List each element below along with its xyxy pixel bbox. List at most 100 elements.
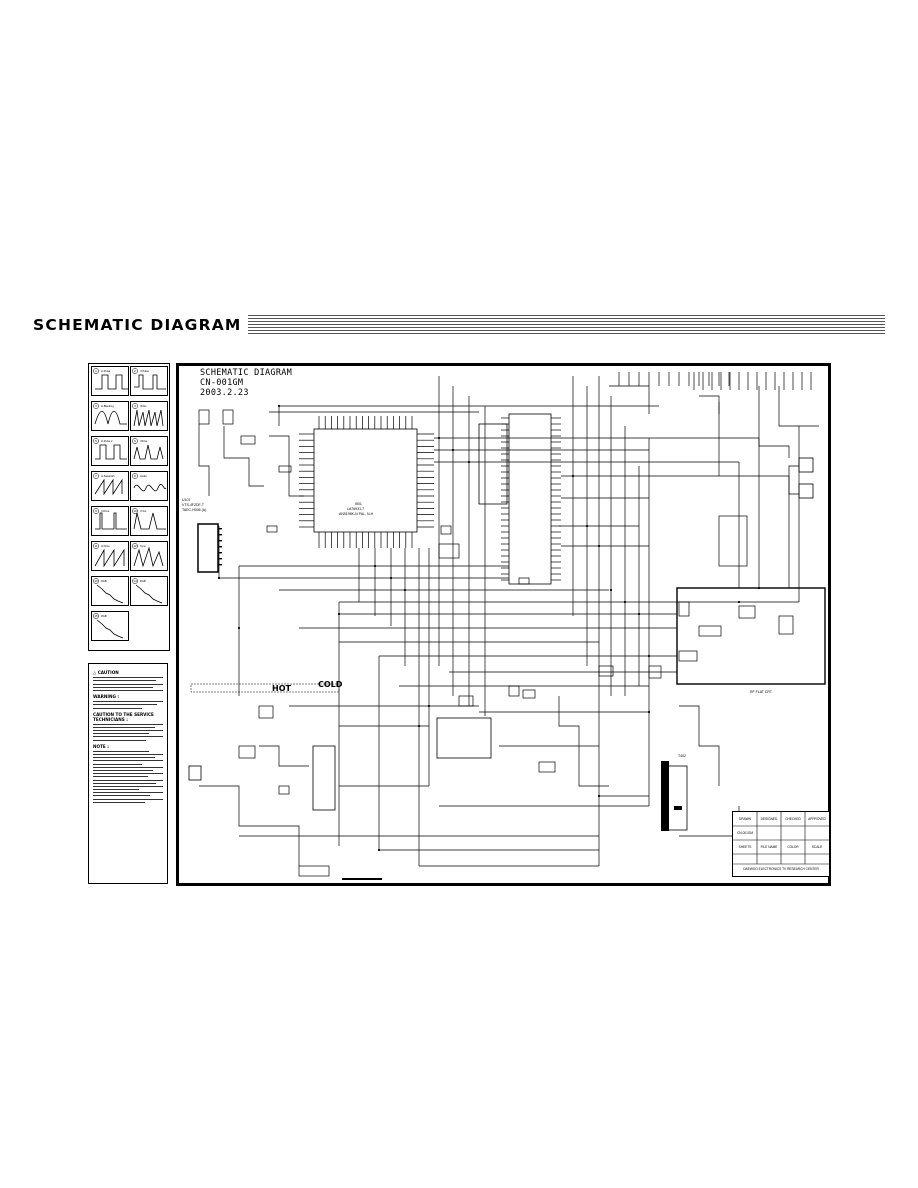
waveform-3: 3 H-Blanking [91, 401, 129, 431]
waveform-trace-icon: 11 H.Drive [93, 543, 125, 568]
waveform-number: 14 [133, 579, 137, 583]
title-block-checked: CHECKED [785, 817, 801, 821]
waveform-trace-icon: 8 Audio [132, 473, 167, 492]
waveform-1: 1 H-Pulse [91, 366, 129, 396]
warning-heading: WARNING : [93, 693, 120, 699]
waveform-label: RGB [140, 579, 146, 583]
caution-heading: △ CAUTION [93, 670, 119, 675]
fbt-ref: T402 [678, 754, 686, 758]
title-block: DRAWN DESIGNED CHECKED APPROVED CN-001GM… [732, 811, 830, 877]
title-block-designed: DESIGNED [760, 817, 778, 821]
waveform-number: 11 [94, 544, 97, 548]
waveform-label: Audio [140, 474, 147, 478]
waveform-trace-icon: 2 V-Pulse [132, 368, 166, 390]
waveform-2: 2 V-Pulse [130, 366, 168, 396]
title-block-file-name: FILE NAME [760, 845, 778, 849]
waveform-trace-icon: 3 H-Blanking [93, 403, 127, 425]
crt-board [676, 587, 826, 685]
schematic-frame: SCHEMATIC DIAGRAM CN-001GM 2003.2.23 HOT… [176, 363, 831, 886]
waveform-label: Video [140, 404, 147, 408]
waveform-label: H-Pulse [101, 369, 111, 373]
waveform-number: 10 [133, 509, 137, 513]
note-heading: NOTE : [93, 743, 109, 749]
waveform-label: RGB [101, 614, 107, 618]
waveform-5: 5 H-Pulse 2 [91, 436, 129, 466]
title-block-drawn: DRAWN [739, 817, 751, 821]
waveform-4: 4 Video [130, 401, 168, 431]
waveform-label: V-Pulse [140, 369, 149, 373]
waveform-number: 2 [134, 369, 136, 373]
waveform-number: 9 [95, 509, 97, 513]
schematic-drawing [188, 372, 826, 880]
page-title: SCHEMATIC DIAGRAM [33, 314, 248, 336]
waveform-number: 1 [95, 369, 97, 373]
waveform-number: 5 [95, 439, 97, 443]
main-ic-body [313, 428, 418, 533]
waveform-trace-icon: 1 H-Pulse [93, 368, 128, 390]
schematic-title: SCHEMATIC DIAGRAM [200, 368, 293, 378]
waveform-panel: 1 H-Pulse 2 V-Pulse 3 H-Blanking 4 Video 5 H-Puls… [88, 363, 170, 651]
tuner-body [197, 523, 219, 573]
flat-crt-label: RF FLAT CRT [750, 690, 772, 694]
waveform-label: RGB [101, 579, 107, 583]
waveform-label: Vdrive [140, 439, 148, 443]
waveform-label: V.Drive [101, 509, 110, 513]
waveform-label: H-Sawtooth [101, 474, 115, 478]
waveform-trace-icon: 7 H-Sawtooth [93, 473, 123, 496]
third-ic-body [478, 423, 508, 505]
service-technicians-heading: CAUTION TO THE SERVICE TECHNICIANS : [93, 711, 154, 722]
schematic-model: CN-001GM [200, 378, 244, 388]
main-ic-desc: AN5195K-N PAL, N-H [339, 512, 374, 516]
warning-triangle-icon: △ [93, 670, 97, 675]
waveform-9: 9 V.Drive [91, 506, 129, 536]
waveform-number: 4 [134, 404, 136, 408]
caution-panel: △ CAUTION WARNING : CAUTION TO THE SERVI… [88, 663, 168, 884]
waveform-7: 7 H-Sawtooth [91, 471, 129, 501]
fbt-core [661, 761, 669, 831]
waveform-trace-icon: 5 H-Pulse 2 [93, 438, 127, 460]
smps-transformer [312, 745, 336, 811]
cold-side-label: COLD [318, 680, 343, 689]
title-block-model: CN-001GM [736, 831, 754, 835]
waveform-8: 8 Audio [130, 471, 168, 501]
hot-side-label: HOT [272, 684, 291, 693]
audio-amp-ic [436, 717, 492, 759]
schematic-date: 2003.2.23 [200, 388, 249, 398]
waveform-number: 3 [95, 404, 97, 408]
waveform-label: V.Out [140, 509, 147, 513]
waveform-number: 7 [95, 474, 97, 478]
waveform-label: Sync [140, 544, 146, 548]
waveform-number: 15 [94, 614, 98, 618]
title-block-color: COLOR [787, 845, 799, 849]
waveform-trace-icon: 9 V.Drive [93, 508, 127, 530]
tuner-model: VTS-4F2DF-T [182, 503, 204, 507]
waveform-label: H.Drive [101, 544, 110, 548]
waveform-number: 13 [94, 579, 98, 583]
main-ic-part: LA76931-7 [347, 507, 365, 511]
tuner-model-2: TAEC-H006 (A) [182, 508, 207, 512]
waveform-label: H-Blanking [101, 404, 114, 408]
title-block-scale: SCALE [811, 845, 823, 849]
waveform-trace-icon: 4 Video [132, 403, 164, 427]
tuner-ref: U101 [182, 498, 191, 502]
waveform-6: 6 Vdrive [130, 436, 168, 466]
title-block-sheets: SHEETS [738, 845, 752, 849]
waveform-trace-icon: 6 Vdrive [132, 438, 164, 460]
waveform-number: 8 [134, 474, 136, 478]
second-ic-body [508, 413, 552, 585]
page-header: SCHEMATIC DIAGRAM [33, 314, 885, 336]
waveform-number: 6 [134, 439, 136, 443]
waveform-11: 11 H.Drive [91, 541, 129, 571]
main-ic-ref: I501 [355, 502, 362, 506]
title-block-approved: APPROVED [808, 817, 826, 821]
waveform-label: H-Pulse 2 [101, 439, 113, 443]
